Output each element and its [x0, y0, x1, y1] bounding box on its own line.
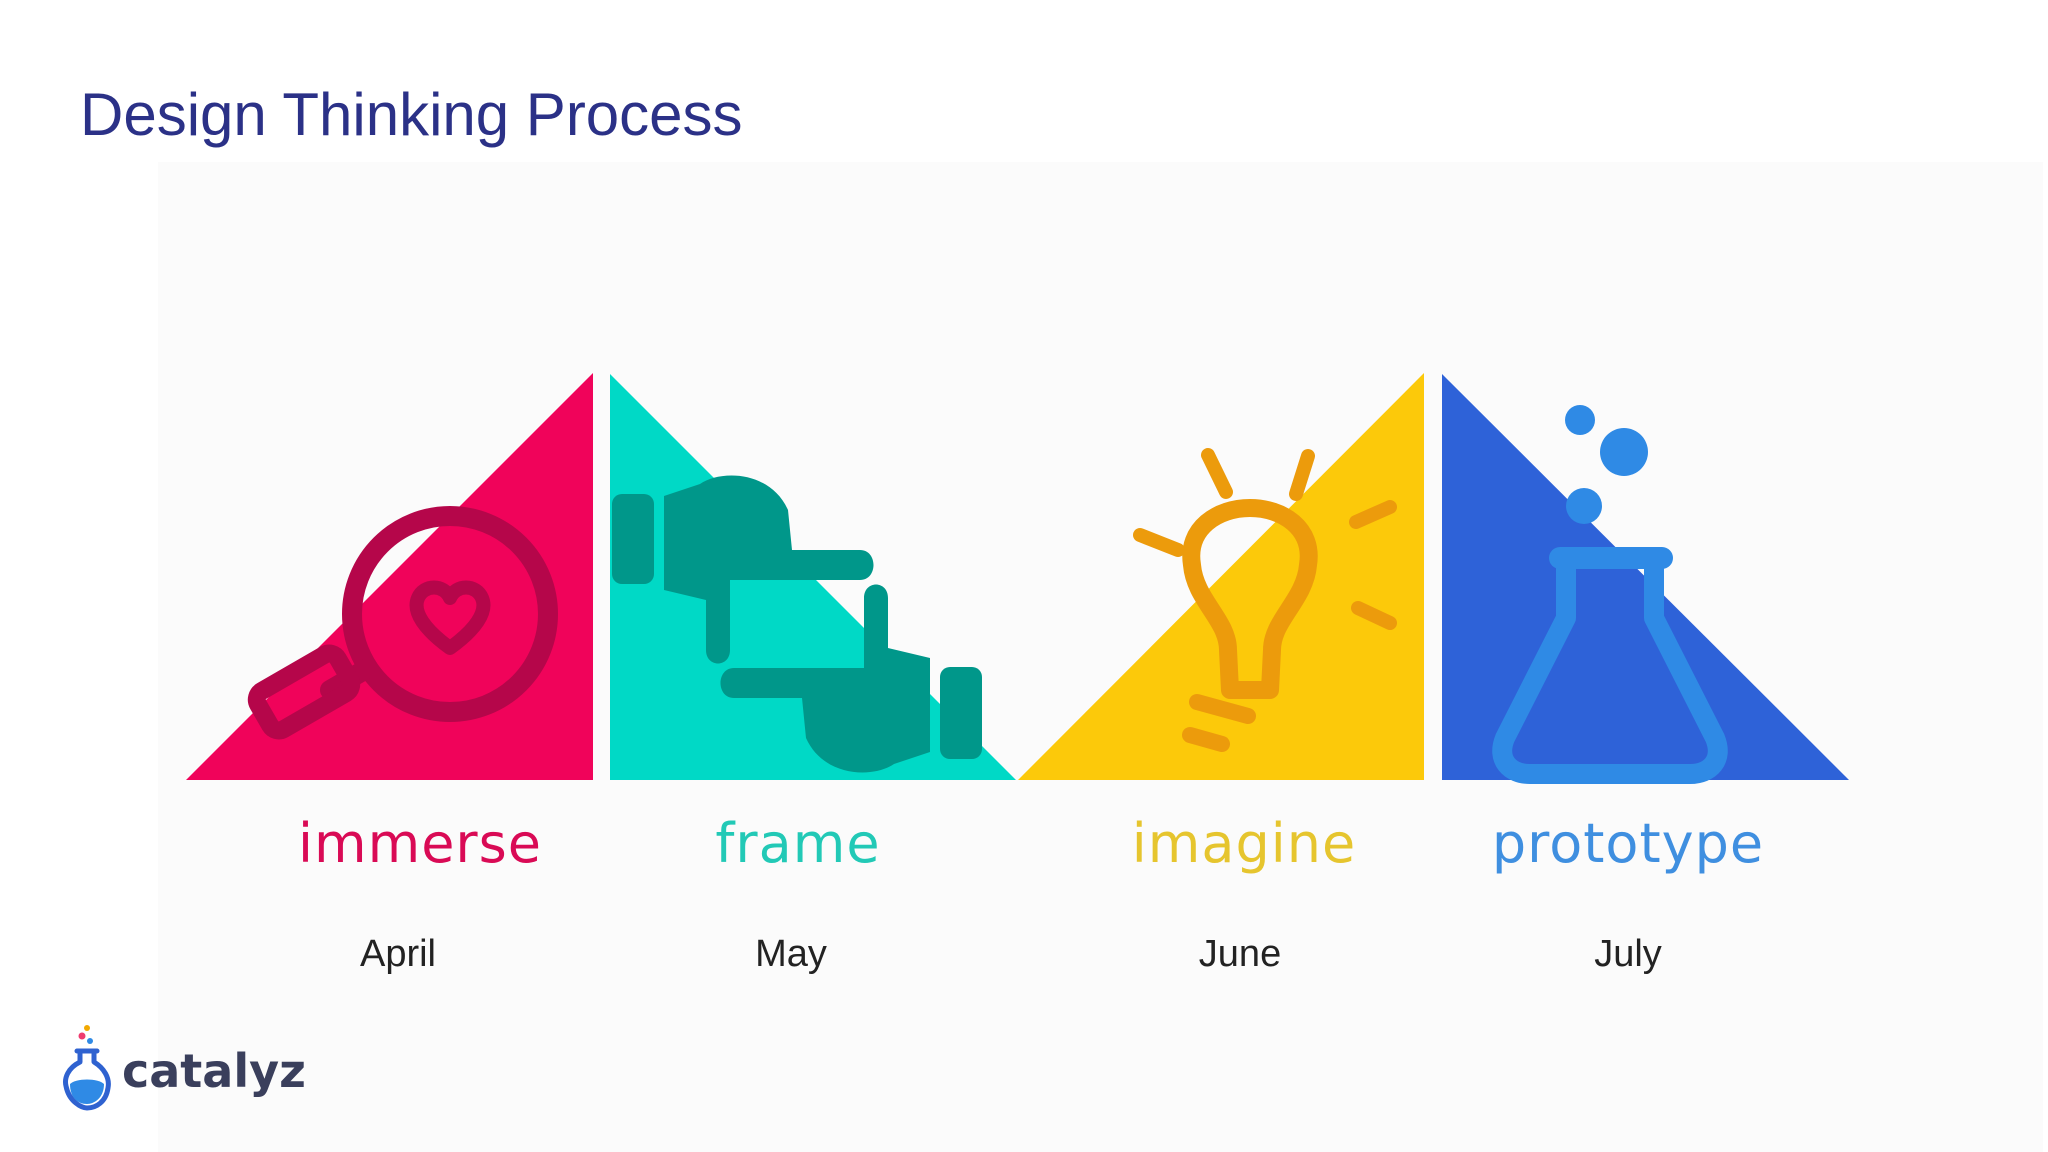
stage-month-frame: May [755, 933, 827, 975]
stage-label-prototype: prototype [1491, 812, 1765, 875]
stage-month-immerse: April [359, 933, 437, 975]
flask-icon [1492, 405, 1728, 784]
catalyz-logo: catalyz [62, 1022, 322, 1112]
magnifier-heart-icon [247, 506, 558, 740]
lightbulb-icon [1133, 448, 1397, 752]
stage-label-immerse: immerse [298, 812, 542, 875]
flask-logo-icon [63, 1025, 111, 1111]
stage-month-imagine: June [1198, 933, 1282, 975]
logo-text: catalyz [122, 1044, 306, 1098]
imagine-triangle [1018, 373, 1424, 780]
slide-title: Design Thinking Process [80, 81, 743, 148]
hands-frame-icon [612, 475, 982, 773]
stage-label-imagine: imagine [1131, 812, 1357, 875]
stage-month-prototype: July [1594, 933, 1662, 975]
stage-label-frame: frame [715, 812, 881, 875]
